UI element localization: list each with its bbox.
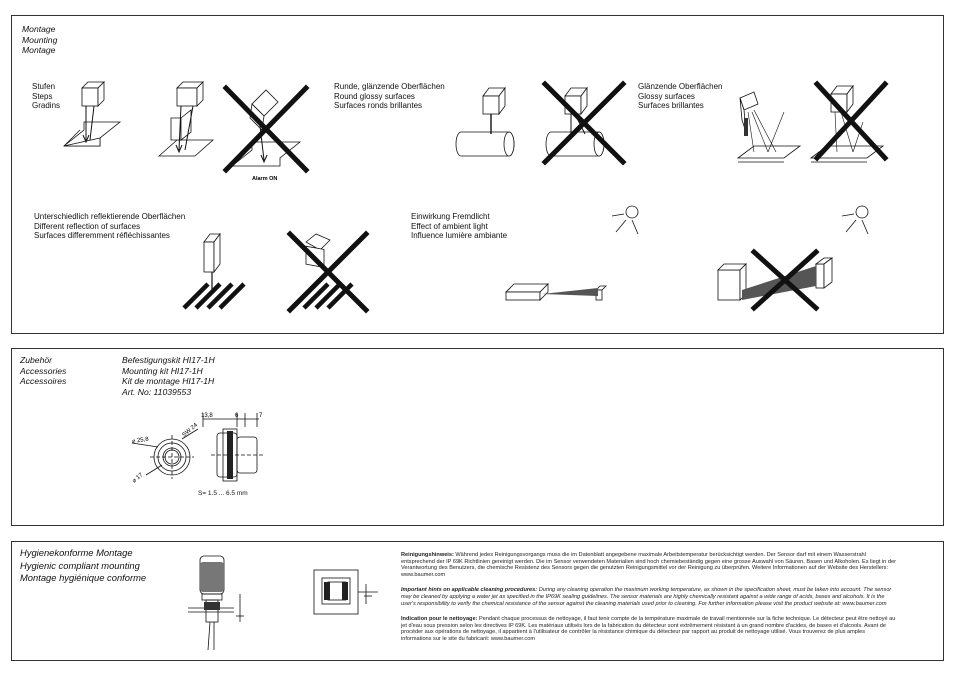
hygienic-detail-diagram [313, 569, 378, 615]
accessories-panel: Zubehör Accessories Accessoires Befestig… [11, 348, 944, 526]
glossy-diagram-crossed [809, 80, 889, 163]
hygienic-panel: Hygienekonforme Montage Hygienic complia… [11, 541, 944, 661]
steps-diagram-2 [157, 81, 215, 157]
steps-diagram-1 [62, 81, 122, 147]
mounting-title: Montage Mounting Montage [22, 24, 58, 55]
cleaning-instructions: Reinigungshinweis: Während jedes Reinigu… [401, 552, 897, 652]
cleaning-fr: Indication pour le nettoyage: Pendant ch… [401, 616, 896, 642]
mounting-nut-side-view: 13,8 6 7 [201, 413, 263, 482]
ambient-light-diagram-crossed [717, 205, 869, 312]
dim-w138: 13,8 [201, 413, 213, 419]
dim-w7: 7 [259, 413, 263, 419]
reflection-diagram-1 [182, 232, 246, 310]
mounting-nut-front-view: ⌀ 25,8 ⌀ 17 SW 24 [131, 422, 199, 485]
glossy-diagram-1 [736, 91, 802, 163]
round-glossy-diagram-1 [455, 86, 515, 157]
reflection-diagram-crossed [286, 230, 370, 314]
mounting-kit-info: Befestigungskit HI17-1H Mounting kit HI1… [122, 355, 215, 397]
round-glossy-diagram-crossed [541, 80, 627, 166]
dim-d17: ⌀ 17 [131, 472, 145, 485]
cleaning-de: Reinigungshinweis: Während jedes Reinigu… [401, 552, 896, 578]
hygienic-title: Hygienekonforme Montage Hygienic complia… [20, 547, 147, 583]
steps-diagram-crossed: Alarm ON [222, 84, 310, 182]
different-reflection-label: Unterschiedlich reflektierende Oberfläch… [34, 212, 186, 240]
thickness-range: S= 1.5 ... 6.5 mm [198, 490, 248, 497]
dim-w6: 6 [235, 413, 239, 419]
alarm-label: Alarm ON [252, 176, 277, 182]
cleaning-en: Important hints on applicable cleaning p… [401, 587, 892, 607]
dim-d258: ⌀ 25,8 [131, 437, 149, 445]
accessories-title: Zubehör Accessories Accessoires [20, 355, 67, 386]
hygienic-sensor-diagram [188, 555, 244, 651]
ambient-light-diagram-1 [505, 205, 639, 301]
